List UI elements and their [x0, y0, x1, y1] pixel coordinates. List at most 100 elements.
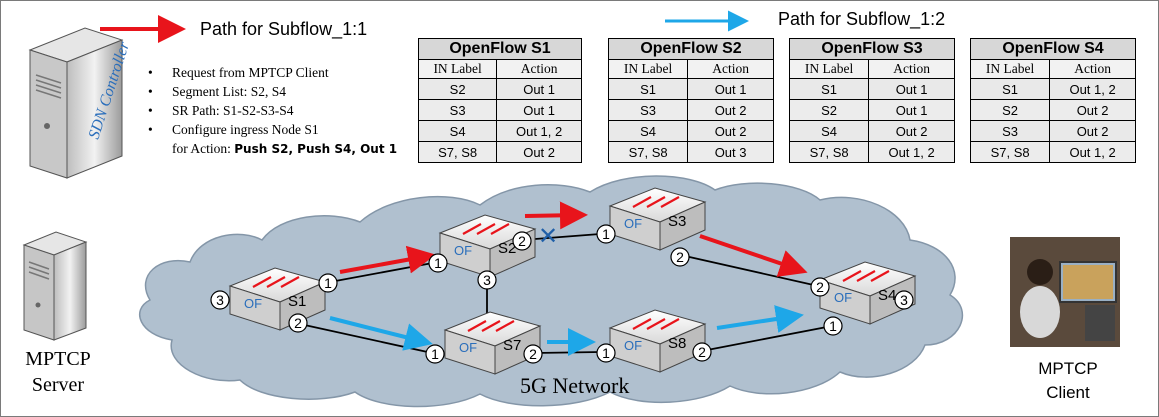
switch-arrow-icon: [266, 276, 286, 288]
svg-text:3: 3: [483, 272, 491, 288]
network-label: 5G Network: [520, 373, 630, 398]
in-label-cell: S2: [969, 99, 1051, 121]
in-label-cell: S1: [969, 78, 1051, 100]
in-label-cell: S3: [417, 99, 498, 121]
svg-text:1: 1: [602, 345, 610, 361]
col-header-in-label: IN Label: [969, 59, 1051, 79]
table-title: OpenFlow S3: [789, 38, 955, 60]
action-cell: Out 1: [496, 99, 582, 121]
port-badge: 2: [288, 313, 308, 333]
switch-arrow-icon: [490, 223, 510, 235]
port-badge: 3: [894, 290, 914, 310]
svg-text:1: 1: [434, 255, 442, 271]
col-header-in-label: IN Label: [607, 59, 689, 79]
port-badge: 1: [596, 224, 616, 244]
in-label-cell: S4: [788, 120, 870, 142]
of-label: OF: [624, 338, 642, 353]
in-label-cell: S7, S8: [607, 141, 689, 163]
port-badge: 1: [425, 344, 445, 364]
svg-text:2: 2: [816, 279, 824, 295]
switch-arrow-icon: [646, 196, 666, 208]
action-cell: Out 1, 2: [1049, 141, 1136, 163]
switch-arrow-icon: [495, 320, 515, 332]
port-badge: 1: [823, 316, 843, 336]
in-label-cell: S1: [607, 78, 689, 100]
col-header-in-label: IN Label: [417, 59, 498, 79]
step-sr-path: •SR Path: S1-S2-S3-S4: [148, 103, 294, 118]
action-cell: Out 3: [687, 141, 774, 163]
in-label-cell: S4: [417, 120, 498, 142]
action-cell: Out 1: [868, 78, 955, 100]
action-cell: Out 2: [1049, 120, 1136, 142]
table-title: OpenFlow S1: [418, 38, 582, 60]
action-cell: Out 2: [687, 120, 774, 142]
of-label: OF: [459, 340, 477, 355]
switch-id-label: S7: [503, 337, 521, 354]
switch-arrow-icon: [467, 320, 487, 332]
switch-id-label: S4: [878, 287, 896, 304]
table-title: OpenFlow S4: [970, 38, 1136, 60]
switch-id-label: S1: [288, 293, 306, 310]
of-label: OF: [624, 216, 642, 231]
svg-text:2: 2: [518, 233, 526, 249]
port-badge: 3: [210, 290, 230, 310]
svg-text:2: 2: [529, 346, 537, 362]
step-action: for Action: Push S2, Push S4, Out 1: [172, 141, 398, 156]
switch-arrow-icon: [842, 270, 862, 282]
port-badge: 3: [477, 270, 497, 290]
port-badge: 1: [428, 253, 448, 273]
in-label-cell: S2: [417, 78, 498, 100]
port-badge: 2: [810, 277, 830, 297]
switch-arrow-icon: [481, 320, 501, 332]
step-segment-list: •Segment List: S2, S4: [148, 84, 287, 99]
action-cell: Out 1: [868, 99, 955, 121]
switch-id-label: S2: [498, 240, 516, 257]
in-label-cell: S3: [607, 99, 689, 121]
action-cell: Out 2: [1049, 99, 1136, 121]
port-badge: 2: [670, 247, 690, 267]
port-badge: 2: [512, 231, 532, 251]
sdn-controller-server: SDN Controller: [28, 27, 133, 179]
switch-arrow-icon: [856, 270, 876, 282]
port-badge: 1: [596, 343, 616, 363]
col-header-action: Action: [687, 59, 774, 79]
action-cell: Out 2: [687, 99, 774, 121]
switch-arrow-icon: [660, 196, 680, 208]
port-badge: 2: [523, 344, 543, 364]
in-label-cell: S7, S8: [788, 141, 870, 163]
switch-arrow-icon: [646, 318, 666, 330]
in-label-cell: S2: [788, 99, 870, 121]
action-cell: Out 1: [687, 78, 774, 100]
network-cloud: [139, 175, 964, 408]
controller-steps-list: •Request from MPTCP Client •Segment List…: [148, 63, 397, 158]
switch-id-label: S3: [668, 213, 686, 230]
col-header-action: Action: [496, 59, 582, 79]
switch-s3: OF S3 1 2: [596, 187, 707, 267]
switch-arrow-icon: [252, 276, 272, 288]
svg-text:1: 1: [431, 346, 439, 362]
port-badge: 2: [692, 342, 712, 362]
